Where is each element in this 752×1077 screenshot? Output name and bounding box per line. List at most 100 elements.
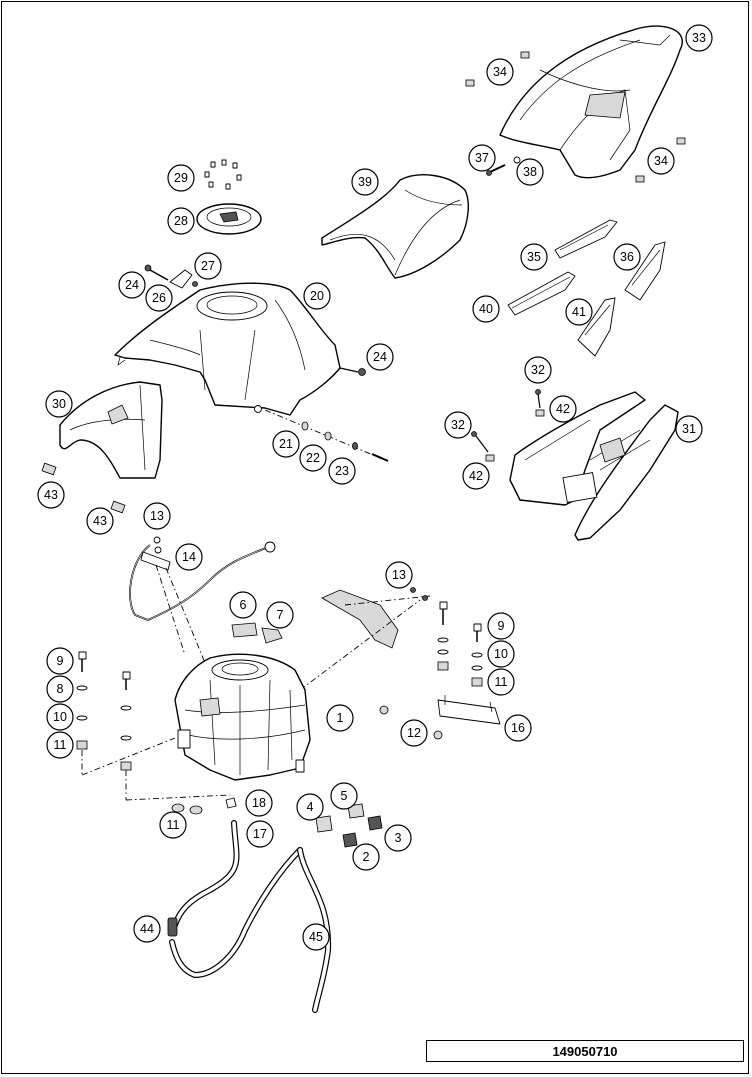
svg-text:42: 42 [556,402,570,416]
svg-text:20: 20 [310,289,324,303]
screw-set [204,159,242,190]
svg-text:7: 7 [277,608,284,622]
callout: 1 [326,704,354,732]
svg-text:45: 45 [309,930,323,944]
side-cover [59,381,163,479]
svg-text:13: 13 [150,509,164,523]
svg-text:13: 13 [392,568,406,582]
svg-text:11: 11 [495,675,508,689]
svg-text:43: 43 [44,488,58,502]
callout: 34 [647,147,675,175]
svg-text:27: 27 [201,259,215,273]
bracket-14 [140,536,211,676]
callout: 42 [462,462,490,490]
trim-41 [577,297,616,357]
callout: 17 [246,820,274,848]
svg-text:32: 32 [451,418,465,432]
callout: 30 [45,390,73,418]
trim-40 [507,271,576,316]
callout: 39 [351,168,379,196]
connector-44 [167,917,178,937]
callout: 12 [400,719,428,747]
callout: 9 [46,647,74,675]
svg-text:34: 34 [654,154,668,168]
callout: 13 [385,561,413,589]
pad-6 [231,622,258,638]
callout: 24 [118,271,146,299]
filler-cap [196,203,262,235]
bushes-11 [171,797,237,815]
rear-tray [509,391,679,541]
svg-text:44: 44 [140,922,154,936]
callout: 8 [46,675,74,703]
svg-text:11: 11 [167,818,180,832]
callout: 43 [86,507,114,535]
callout: 18 [245,789,273,817]
svg-text:32: 32 [531,363,545,377]
svg-text:6: 6 [240,598,247,612]
callout: 4 [296,793,324,821]
svg-text:10: 10 [53,710,67,724]
rider-seat [321,174,469,279]
callout: 2 [352,843,380,871]
svg-text:17: 17 [253,827,267,841]
callout: 10 [487,640,515,668]
callout: 16 [504,714,532,742]
fuel-tank [174,653,311,781]
svg-text:36: 36 [620,250,634,264]
svg-text:34: 34 [493,65,507,79]
fastener-stack-left [76,651,231,801]
svg-text:28: 28 [174,214,188,228]
svg-text:31: 31 [682,422,696,436]
svg-text:14: 14 [182,550,196,564]
callout: 28 [167,207,195,235]
cover-screw-right [339,367,366,376]
cover-bracket [144,264,198,289]
callout: 5 [330,782,358,810]
svg-text:40: 40 [479,302,493,316]
svg-text:9: 9 [498,619,505,633]
callout: 11 [487,668,515,696]
callout: 33 [685,24,713,52]
svg-text:8: 8 [57,682,64,696]
svg-text:43: 43 [93,514,107,528]
callout: 22 [299,444,327,472]
callout: 44 [133,915,161,943]
svg-text:35: 35 [527,250,541,264]
callout: 21 [272,430,300,458]
trim-36 [624,241,666,301]
callout: 6 [229,591,257,619]
callout: 24 [366,343,394,371]
svg-text:18: 18 [252,796,266,810]
callout: 11 [46,731,74,759]
trim-35 [554,219,618,259]
callout: 43 [37,481,65,509]
callout: 32 [444,411,472,439]
seat-clip [465,51,686,183]
callout: 32 [524,356,552,384]
tank-cover [114,282,341,416]
grommets-43 [41,462,126,514]
callout-layer: 1 2 3 4 5 6 7 8 9 9 10 10 11 11 11 12 13… [37,24,713,951]
callout: 41 [565,298,593,326]
svg-text:24: 24 [373,350,387,364]
svg-text:26: 26 [152,291,166,305]
svg-text:3: 3 [395,831,402,845]
svg-text:30: 30 [52,397,66,411]
svg-text:24: 24 [125,278,139,292]
svg-text:1: 1 [337,711,344,725]
callout: 42 [549,395,577,423]
callout: 40 [472,295,500,323]
washer-stack-21-23 [254,405,389,462]
pillion-seat [499,25,683,179]
hose-17 [172,820,240,928]
callout: 13 [143,502,171,530]
callout: 36 [613,243,641,271]
svg-text:39: 39 [358,175,372,189]
svg-text:41: 41 [572,305,586,319]
callout: 3 [384,824,412,852]
callout: 26 [145,284,173,312]
callout: 23 [328,457,356,485]
